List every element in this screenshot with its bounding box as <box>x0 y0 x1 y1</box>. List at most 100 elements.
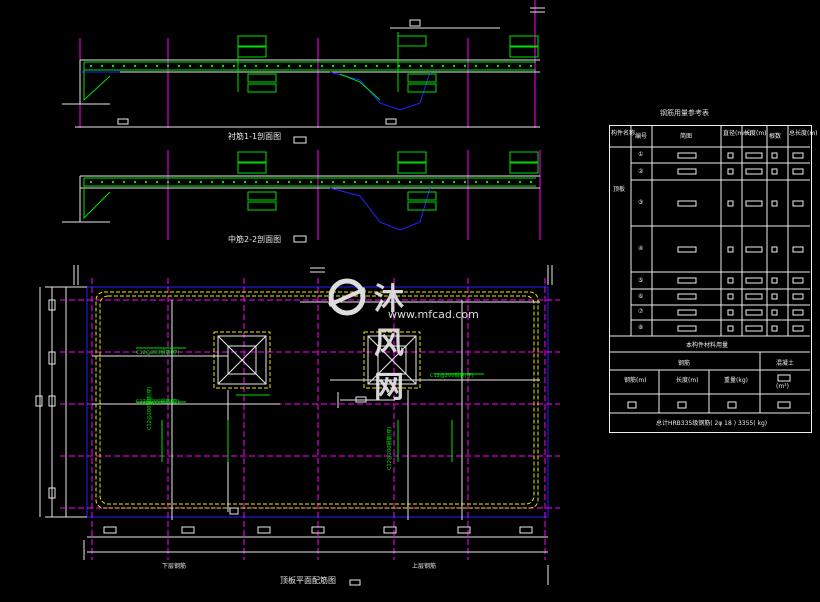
table-header: 总长度(m) <box>789 130 818 137</box>
rebar-dot <box>475 65 477 67</box>
rebar-table-sketches <box>627 152 804 409</box>
rebar-dot <box>442 65 444 67</box>
table-header: 简图 <box>680 133 693 140</box>
table-header: 编号 <box>635 133 648 140</box>
rebar-note: C12@200钢筋(穿) <box>430 373 474 379</box>
rebar-dot <box>233 181 235 183</box>
rebar-sketch <box>677 152 697 159</box>
rebar-dot <box>101 181 103 183</box>
rebar-dot <box>530 181 532 183</box>
table-value-box <box>792 200 804 207</box>
section-1-drawing <box>62 0 545 128</box>
rebar-dot <box>398 181 400 183</box>
rebar-dot <box>189 181 191 183</box>
rebar-dot <box>431 65 433 67</box>
rebar-dot <box>343 65 345 67</box>
rebar-dot <box>453 181 455 183</box>
table-footer: 总计HRB335级钢筋( 2φ 18 ) 3355( kg) <box>656 420 768 427</box>
bottom-left-label: 下层钢筋 <box>162 563 187 570</box>
table-value-box <box>745 200 763 207</box>
rebar-dot <box>167 181 169 183</box>
rebar-dot <box>211 65 213 67</box>
rebar-dot <box>244 65 246 67</box>
table-value-box <box>727 246 734 253</box>
rebar-dot <box>90 65 92 67</box>
rebar-table <box>609 125 812 433</box>
table-group-label: 顶板 <box>613 186 626 193</box>
table-value-box <box>792 325 804 332</box>
rebar-dot <box>519 181 521 183</box>
rebar-dot <box>134 181 136 183</box>
table-value-box <box>792 168 804 175</box>
rebar-dot <box>266 65 268 67</box>
rebar-dot <box>167 65 169 67</box>
rebar-table-grid <box>609 125 810 414</box>
rebar-note: C12@200钢筋(穿) <box>147 386 153 430</box>
rebar-dot <box>420 65 422 67</box>
summary-value-box <box>677 401 687 409</box>
rebar-dot <box>376 181 378 183</box>
table-header: 直径(mm) <box>723 130 752 137</box>
rebar-dot <box>497 181 499 183</box>
table-value-box <box>727 309 734 316</box>
rebar-sketch <box>677 325 697 332</box>
rebar-dot <box>475 181 477 183</box>
table-value-box <box>727 168 734 175</box>
table-value-box <box>771 246 778 253</box>
table-value-box <box>727 325 734 332</box>
table-value-box <box>745 246 763 253</box>
table-header: 长度(m) <box>744 130 767 137</box>
rebar-dot <box>145 65 147 67</box>
rebar-dot <box>464 65 466 67</box>
table-value-box <box>792 246 804 253</box>
table-summary-col: 钢筋(m) <box>624 377 647 384</box>
rebar-dot <box>189 65 191 67</box>
watermark-url: www.mfcad.com <box>388 308 479 321</box>
rebar-dot <box>508 181 510 183</box>
table-value-box <box>727 200 734 207</box>
rebar-dot <box>255 181 257 183</box>
rebar-dot <box>134 65 136 67</box>
rebar-dot <box>409 65 411 67</box>
table-value-box <box>745 309 763 316</box>
rebar-dot <box>178 65 180 67</box>
rebar-note: C12@200钢筋(穿) <box>136 399 180 405</box>
table-value-box <box>792 293 804 300</box>
rebar-dot <box>299 181 301 183</box>
table-row-id: ③ <box>638 199 644 206</box>
summary-value-box <box>727 401 737 409</box>
table-summary-col: 长度(m) <box>676 377 699 384</box>
table-row-id: ⑥ <box>638 293 644 300</box>
table-row-id: ② <box>638 168 644 175</box>
rebar-dot <box>123 65 125 67</box>
table-value-box <box>727 293 734 300</box>
rebar-dot <box>156 181 158 183</box>
rebar-dot <box>365 65 367 67</box>
rebar-dot <box>200 181 202 183</box>
rebar-dot <box>299 65 301 67</box>
table-header: 根数 <box>769 133 782 140</box>
rebar-dot <box>332 181 334 183</box>
table-summary-col: 重量(kg) <box>724 377 748 384</box>
rebar-dot <box>530 65 532 67</box>
rebar-dot <box>266 181 268 183</box>
table-value-box <box>745 168 763 175</box>
rebar-dot <box>90 181 92 183</box>
rebar-dot <box>277 65 279 67</box>
rebar-dot <box>497 65 499 67</box>
plan-title: 顶板平面配筋图 <box>280 576 336 585</box>
rebar-dot <box>200 65 202 67</box>
rebar-dot <box>310 181 312 183</box>
rebar-dot <box>288 65 290 67</box>
table-value-box <box>745 325 763 332</box>
table-value-box <box>745 152 763 159</box>
table-value-box <box>771 293 778 300</box>
table-row-id: ⑤ <box>638 277 644 284</box>
rebar-dot <box>332 65 334 67</box>
table-value-box <box>771 200 778 207</box>
rebar-dot <box>310 65 312 67</box>
rebar-dot <box>255 65 257 67</box>
section-2-drawing <box>62 136 541 273</box>
rebar-dot <box>145 181 147 183</box>
